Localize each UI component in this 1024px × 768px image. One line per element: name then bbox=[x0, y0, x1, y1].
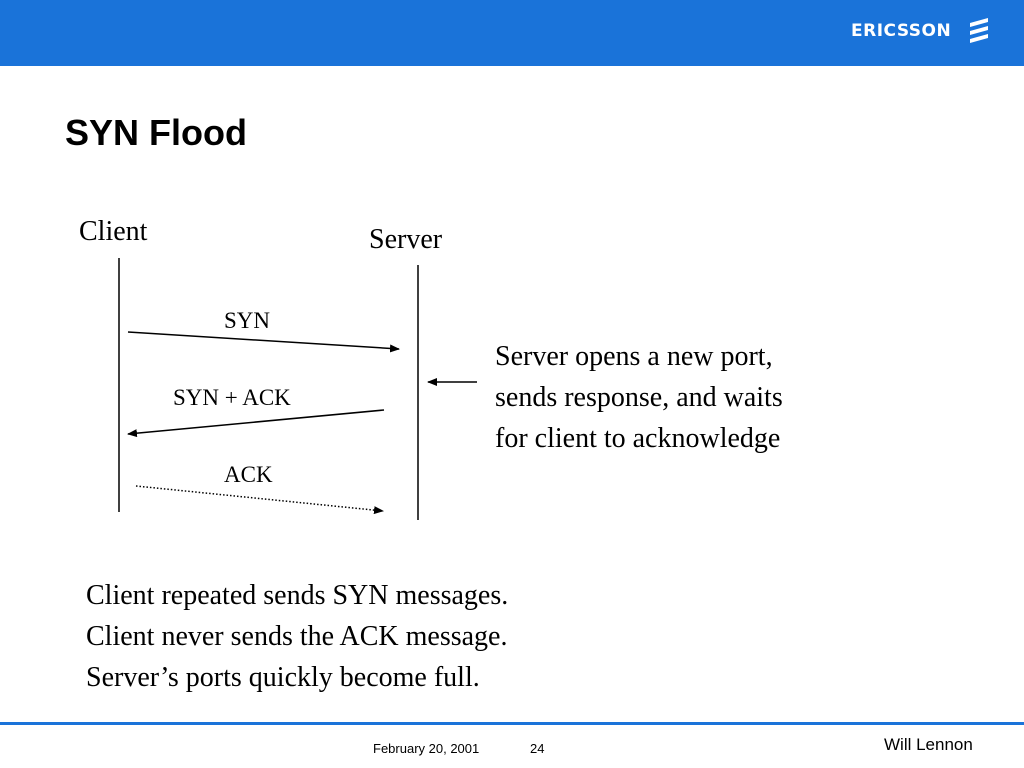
summary-line: Client never sends the ACK message. bbox=[86, 621, 508, 652]
server-note: Server opens a new port, sends response,… bbox=[495, 336, 783, 459]
note-line: sends response, and waits bbox=[495, 382, 783, 413]
ericsson-logo-icon bbox=[970, 18, 988, 43]
footer-divider bbox=[0, 722, 1024, 725]
summary-line: Server’s ports quickly become full. bbox=[86, 662, 480, 693]
slide-title: SYN Flood bbox=[65, 112, 247, 153]
syn-arrow bbox=[127, 331, 400, 353]
note-line: Server opens a new port, bbox=[495, 341, 773, 372]
footer-date: February 20, 2001 bbox=[373, 741, 480, 756]
ack-label: ACK bbox=[224, 462, 273, 487]
footer-author: Will Lennon bbox=[884, 735, 973, 754]
server-label: Server bbox=[369, 224, 443, 255]
note-line: for client to acknowledge bbox=[495, 423, 781, 454]
header-bar bbox=[0, 0, 1024, 66]
syn-ack-arrow bbox=[127, 409, 385, 438]
syn-ack-label: SYN + ACK bbox=[173, 385, 291, 410]
summary-text: Client repeated sends SYN messages. Clie… bbox=[86, 575, 508, 698]
page-number: 24 bbox=[530, 741, 545, 756]
client-label: Client bbox=[79, 216, 148, 247]
summary-line: Client repeated sends SYN messages. bbox=[86, 580, 509, 611]
ack-arrow bbox=[135, 485, 384, 515]
syn-label: SYN bbox=[224, 308, 271, 333]
brand-name: ERICSSON bbox=[851, 21, 952, 41]
